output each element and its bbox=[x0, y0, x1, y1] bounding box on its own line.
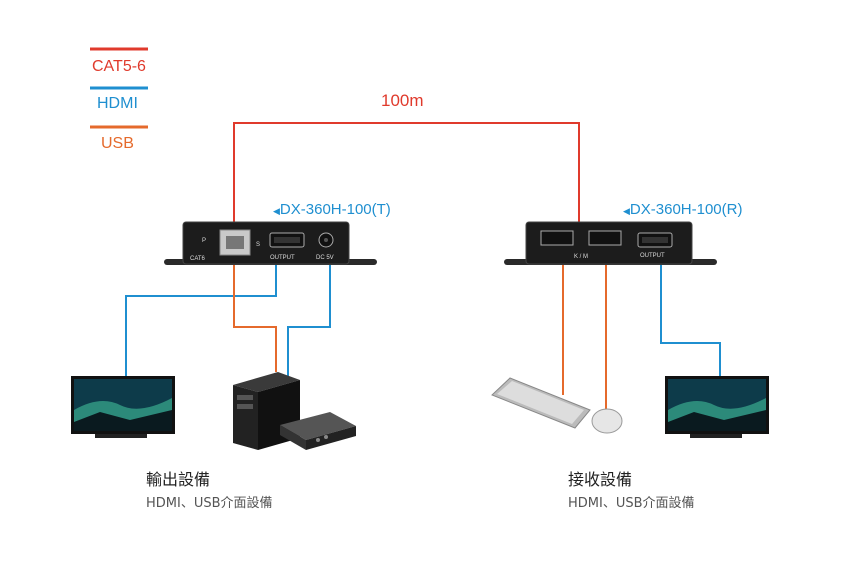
legend-label-hdmi: HDMI bbox=[97, 95, 138, 112]
right-monitor-image bbox=[665, 376, 769, 438]
rx-port-output: OUTPUT bbox=[640, 253, 665, 259]
output-devices-subtitle: HDMI、USB介面設備 bbox=[146, 496, 273, 511]
receive-devices-subtitle: HDMI、USB介面設備 bbox=[568, 496, 695, 511]
receive-devices-title: 接收設備 bbox=[568, 470, 633, 489]
legend-label-cat: CAT5-6 bbox=[92, 58, 146, 75]
transmitter-device bbox=[164, 221, 377, 265]
legend-label-usb: USB bbox=[101, 135, 134, 152]
usb-cable-tx-pc bbox=[233, 262, 277, 372]
mouse-image bbox=[591, 408, 623, 434]
tx-port-s: S bbox=[256, 242, 260, 248]
transmitter-model-text: DX-360H-100(T) bbox=[279, 201, 391, 218]
tx-port-cat: CAT6 bbox=[190, 256, 206, 262]
hdmi-cable-tx-monitor bbox=[125, 262, 277, 377]
output-devices-title: 輸出設備 bbox=[146, 470, 211, 489]
transmitter-model-label: ◀DX-360H-100(T) bbox=[273, 201, 391, 218]
receiver-device bbox=[504, 221, 717, 265]
network-device-image bbox=[280, 412, 356, 450]
receiver-model-label: ◀DX-360H-100(R) bbox=[623, 201, 742, 218]
left-triangle-icon: ◀ bbox=[623, 206, 630, 216]
tx-port-output: OUTPUT bbox=[270, 255, 295, 261]
hdmi-cable-tx-pc bbox=[287, 262, 331, 380]
receiver-model-text: DX-360H-100(R) bbox=[629, 201, 743, 218]
computer-tower-image bbox=[233, 372, 300, 450]
tx-port-p: P bbox=[202, 238, 206, 244]
tx-port-dc: DC 5V bbox=[316, 255, 334, 261]
keyboard-image bbox=[491, 377, 591, 429]
distance-label: 100m bbox=[381, 91, 424, 110]
cat-cable bbox=[233, 122, 580, 232]
left-monitor-image bbox=[71, 376, 175, 438]
hdmi-cable-rx-monitor bbox=[660, 262, 721, 377]
left-triangle-icon: ◀ bbox=[273, 206, 280, 216]
rx-port-km: K / M bbox=[574, 254, 588, 260]
